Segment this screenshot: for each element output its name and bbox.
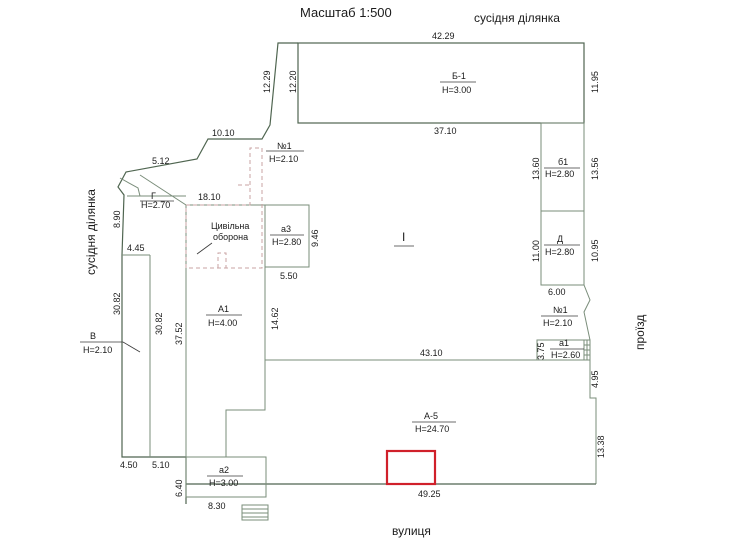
dim-30-82-right: 30.82 — [154, 312, 164, 335]
building-a1-outline — [186, 204, 266, 457]
dim-37-52: 37.52 — [174, 322, 184, 345]
g-annex-edge — [139, 174, 187, 268]
room-n1-right-name: №1 — [553, 305, 568, 315]
dim-11-95: 11.95 — [590, 71, 600, 93]
neighbor-right-label: проїзд — [633, 315, 647, 350]
dim-12-29: 12.29 — [262, 70, 272, 93]
dim-9-46: 9.46 — [310, 229, 320, 247]
room-a5-height: H=24.70 — [415, 424, 449, 434]
yard-label: І — [402, 230, 405, 244]
room-a1small-height: H=2.60 — [551, 350, 580, 360]
scale-title: Масштаб 1:500 — [300, 5, 392, 20]
room-a2-height: H=3.00 — [209, 478, 238, 488]
civil-defense-label-2: оборона — [213, 232, 248, 242]
highlight-marker — [385, 449, 437, 486]
room-d-height: H=2.80 — [545, 247, 574, 257]
dim-37-10: 37.10 — [434, 126, 457, 136]
room-n1-top-name: №1 — [277, 141, 292, 151]
dim-8-30: 8.30 — [208, 501, 226, 511]
stairs-icon — [241, 504, 269, 521]
dim-30-82-left: 30.82 — [112, 292, 122, 315]
dim-42-29: 42.29 — [432, 31, 455, 41]
dim-10-10: 10.10 — [212, 128, 235, 138]
dim-13-56: 13.56 — [590, 157, 600, 180]
room-g-height: H=2.70 — [141, 200, 170, 210]
dim-10-95: 10.95 — [590, 239, 600, 262]
g-annex-corner — [119, 177, 141, 197]
room-v-name: В — [90, 331, 96, 341]
civil-defense-entrance — [217, 252, 227, 268]
room-b1-height: H=3.00 — [442, 85, 471, 95]
dim-6-00: 6.00 — [548, 287, 566, 297]
dim-5-12: 5.12 — [152, 156, 170, 166]
annex-a2-outline — [185, 456, 267, 498]
room-a1small-name: а1 — [559, 338, 569, 348]
building-b1-outline — [297, 42, 585, 124]
room-a5-name: А-5 — [424, 411, 438, 421]
room-g-name: Г — [151, 191, 156, 201]
dim-13-60: 13.60 — [531, 157, 541, 180]
dim-4-95: 4.95 — [590, 370, 600, 388]
room-d-name: Д — [557, 234, 563, 244]
dim-43-10: 43.10 — [420, 348, 443, 358]
room-a1-height: H=4.00 — [208, 318, 237, 328]
right-boundary — [541, 284, 597, 484]
room-a1-name: А1 — [218, 304, 229, 314]
dim-8-90: 8.90 — [112, 210, 122, 228]
room-a3-height: H=2.80 — [272, 237, 301, 247]
dim-14-62: 14.62 — [270, 307, 280, 330]
room-b1small-height: H=2.80 — [545, 169, 574, 179]
dim-11-00: 11.00 — [531, 240, 541, 262]
dim-18-10: 18.10 — [198, 192, 221, 202]
dim-4-50: 4.50 — [120, 460, 138, 470]
civil-defense-outline — [185, 147, 263, 269]
civil-defense-label-1: Цивільна — [211, 221, 249, 231]
room-b1-name: Б-1 — [452, 71, 466, 81]
neighbor-left-label: сусідня ділянка — [84, 189, 98, 275]
side-stairs-icon — [583, 340, 590, 360]
neighbor-bottom-label: вулиця — [392, 524, 431, 538]
dim-5-10: 5.10 — [152, 460, 170, 470]
dim-5-50: 5.50 — [280, 271, 298, 281]
dim-13-38: 13.38 — [596, 435, 606, 458]
dim-6-40: 6.40 — [174, 479, 184, 497]
neighbor-top-label: сусідня ділянка — [474, 11, 560, 25]
room-a3-name: а3 — [281, 224, 291, 234]
room-v-height: H=2.10 — [83, 345, 112, 355]
left-boundary — [117, 42, 298, 504]
dim-49-25: 49.25 — [418, 489, 441, 499]
room-a2-name: а2 — [219, 465, 229, 475]
dim-3-75: 3.75 — [536, 342, 546, 360]
room-b1small-name: б1 — [558, 157, 568, 167]
dim-12-20: 12.20 — [288, 70, 298, 93]
room-n1-top-height: H=2.10 — [269, 154, 298, 164]
dim-4-45: 4.45 — [127, 243, 145, 253]
annex-b1-outline — [540, 122, 585, 212]
room-n1-right-height: H=2.10 — [543, 318, 572, 328]
annex-a3-outline — [264, 204, 310, 268]
